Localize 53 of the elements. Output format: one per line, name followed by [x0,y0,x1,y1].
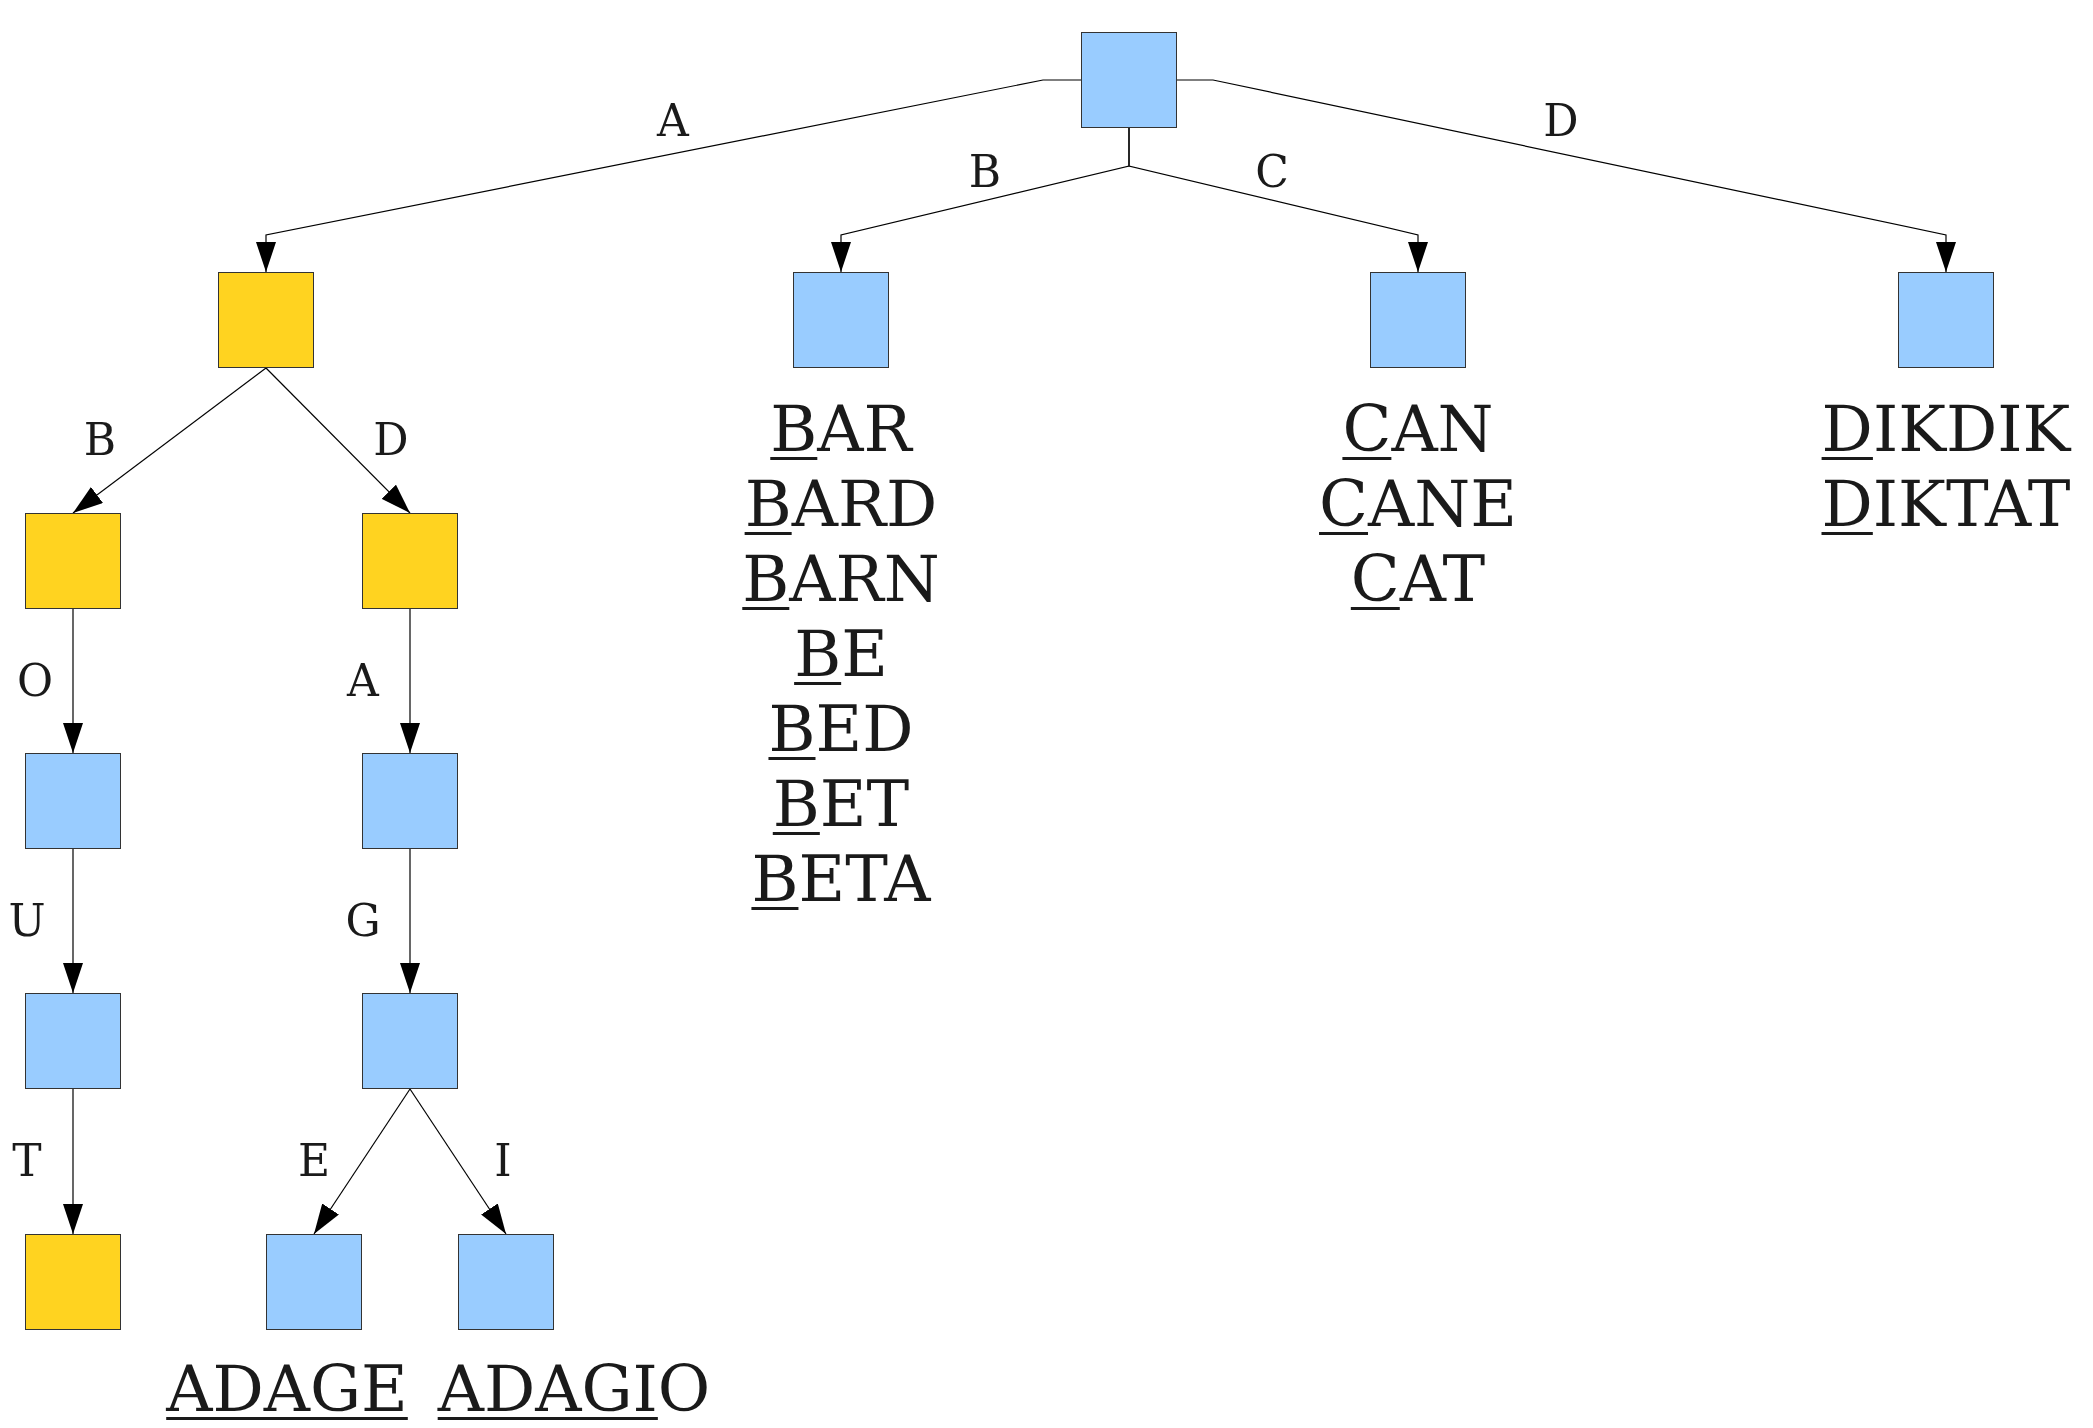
edge-label: T [11,1139,43,1183]
edge-label: E [296,1139,332,1183]
trie-node-box [458,1234,554,1330]
arrow [63,608,83,754]
arrow [400,848,420,994]
arrow [72,367,267,514]
word-entry: BARN [742,542,940,617]
word-entry: BETA [751,842,931,917]
trie-node-box [25,753,121,849]
edge-label: U [7,899,47,943]
arrow [256,79,1082,273]
edge-label: D [1542,99,1580,143]
trie-node-box [25,1234,121,1330]
trie-node-box [362,753,458,849]
word-entry: CANE [1319,467,1517,542]
word-entry: ADAGIO [437,1352,711,1427]
trie-node-box [25,993,121,1089]
word-entry: CAN [1342,392,1494,467]
trie-node-box [218,272,314,368]
edge-label: A [345,659,381,703]
word-entry: BE [794,617,888,692]
trie-node-box [266,1234,362,1330]
trie-node-box [362,993,458,1089]
arrow [1176,79,1956,273]
edge-label: I [493,1139,513,1183]
word-entry: CAT [1350,542,1486,617]
arrow [63,1088,83,1235]
arrow [409,1088,507,1235]
trie-node-box [1370,272,1466,368]
word-entry: ADAGE [166,1352,408,1427]
arrow [400,608,420,754]
edge-label: B [82,418,118,462]
word-entry: DIKDIK [1821,392,2071,467]
arrow [265,367,411,514]
edge-label: D [372,418,410,462]
edge-label: B [967,150,1003,194]
trie-node-box [793,272,889,368]
arrow [313,1088,411,1235]
word-entry: BED [768,692,914,767]
trie-node-box [1898,272,1994,368]
arrow [1128,127,1428,273]
word-entry: BET [772,767,910,842]
arrow [63,848,83,994]
word-entry: DIKTAT [1821,467,2071,542]
edge-label: C [1254,150,1290,194]
trie-node-box [25,513,121,609]
edge-label: O [15,659,55,703]
trie-node-box [1081,32,1177,128]
edge-label: A [655,99,691,143]
edge-label: G [344,899,382,943]
word-entry: BAR [770,392,912,467]
word-entry: BARD [744,467,938,542]
trie-node-box [362,513,458,609]
